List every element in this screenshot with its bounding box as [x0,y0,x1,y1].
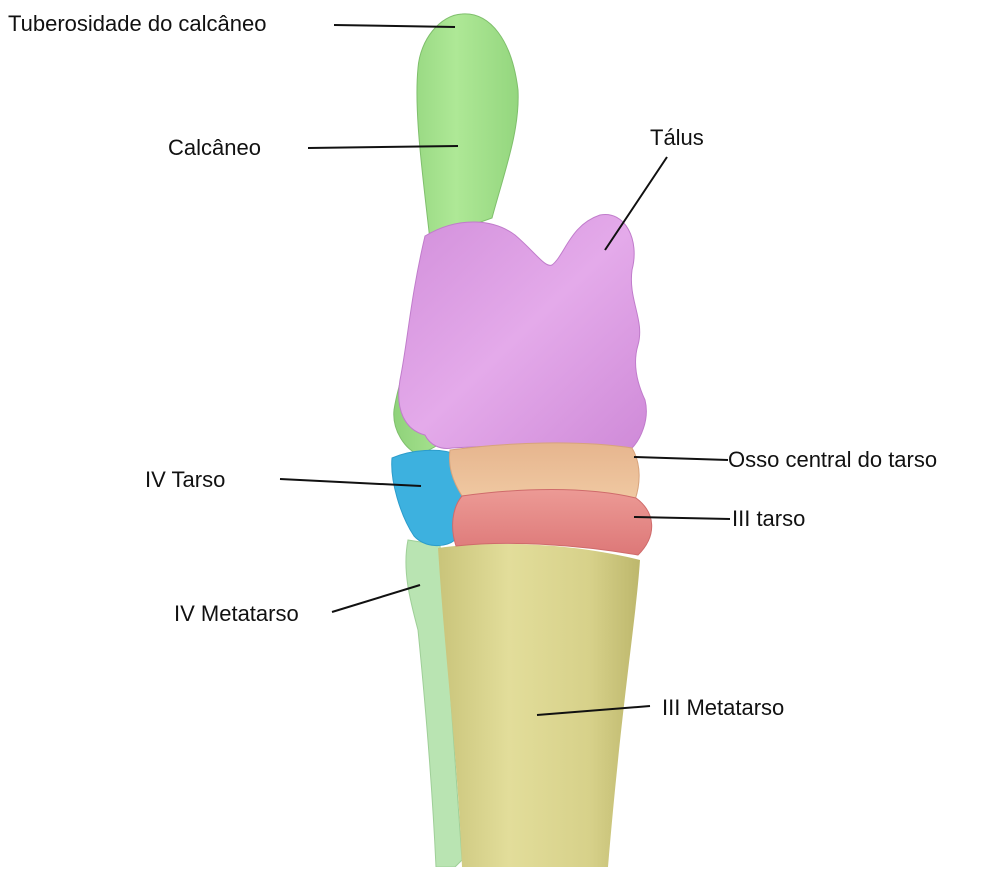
label-calcaneo: Calcâneo [168,137,261,159]
label-talus: Tálus [650,127,704,149]
leader-talus [605,157,667,250]
label-iii-tarso: III tarso [732,508,805,530]
leader-osso-central [634,457,728,460]
leader-iv-metatarso [332,585,420,612]
label-osso-central-tarso: Osso central do tarso [728,449,937,471]
label-iv-tarso: IV Tarso [145,469,225,491]
label-tuberosidade-calcaneo: Tuberosidade do calcâneo [8,13,266,35]
label-iii-metatarso: III Metatarso [662,697,784,719]
third-metatarsal-bone [438,544,640,867]
leader-tuberosidade [334,25,455,27]
label-iv-metatarso: IV Metatarso [174,603,299,625]
talus-bone [399,214,647,448]
